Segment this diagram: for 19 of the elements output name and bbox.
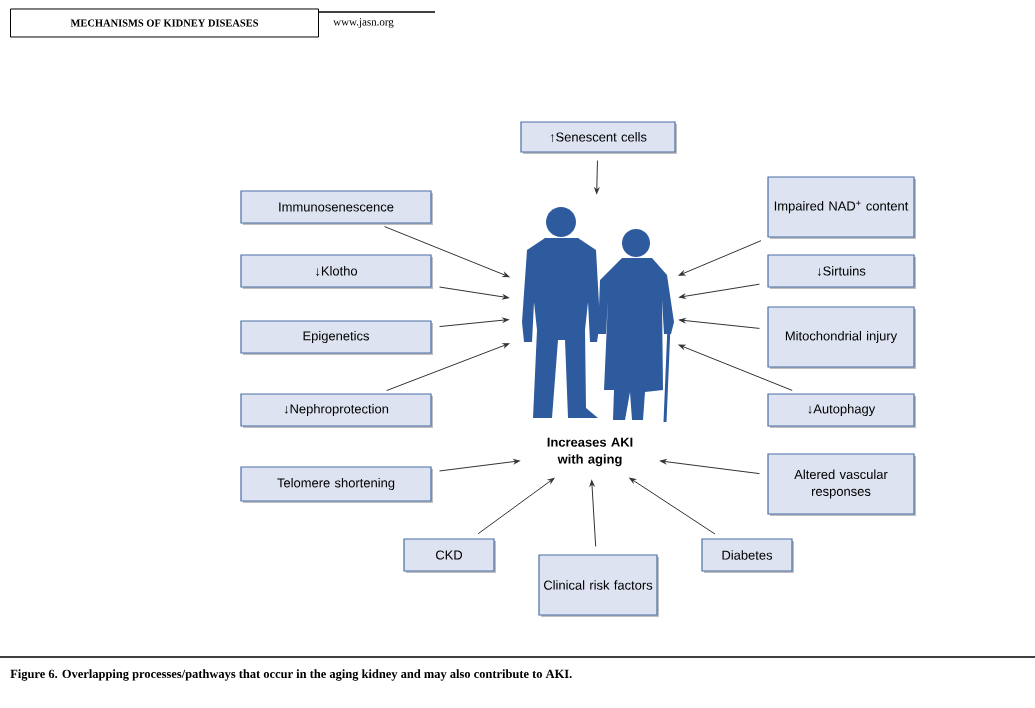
factor-box: Diabetes	[701, 538, 794, 573]
factor-box: ↓Sirtuins	[767, 254, 916, 289]
factor-box: ↓Nephroprotection	[240, 393, 433, 428]
factor-box: ↓Autophagy	[767, 393, 916, 428]
factor-box: ↑Senescent cells	[520, 121, 677, 154]
header-box: MECHANISMS OF KIDNEY DISEASES	[10, 8, 319, 38]
factor-box: Immunosenescence	[240, 190, 433, 225]
factor-box: Impaired NAD$^{+}$ content	[767, 176, 916, 239]
web-address: www.jasn.org	[333, 18, 394, 28]
elderly-couple-drawing	[522, 207, 674, 423]
factor-box: Altered vascular responses	[767, 453, 916, 516]
factor-box: Clinical risk factors	[538, 554, 659, 617]
factor-box: Telomere shortening	[240, 466, 433, 503]
figure-caption: Figure 6. Overlapping processes/pathways that occur in the aging kidney and may also contribute to AKI.	[10, 669, 572, 681]
outcome-text: Increases AKI with aging	[547, 437, 633, 467]
factor-box: CKD	[403, 538, 496, 573]
factor-box: Epigenetics	[240, 320, 433, 355]
factor-box: Mitochondrial injury	[767, 306, 916, 369]
factor-box: ↓Klotho	[240, 254, 433, 289]
